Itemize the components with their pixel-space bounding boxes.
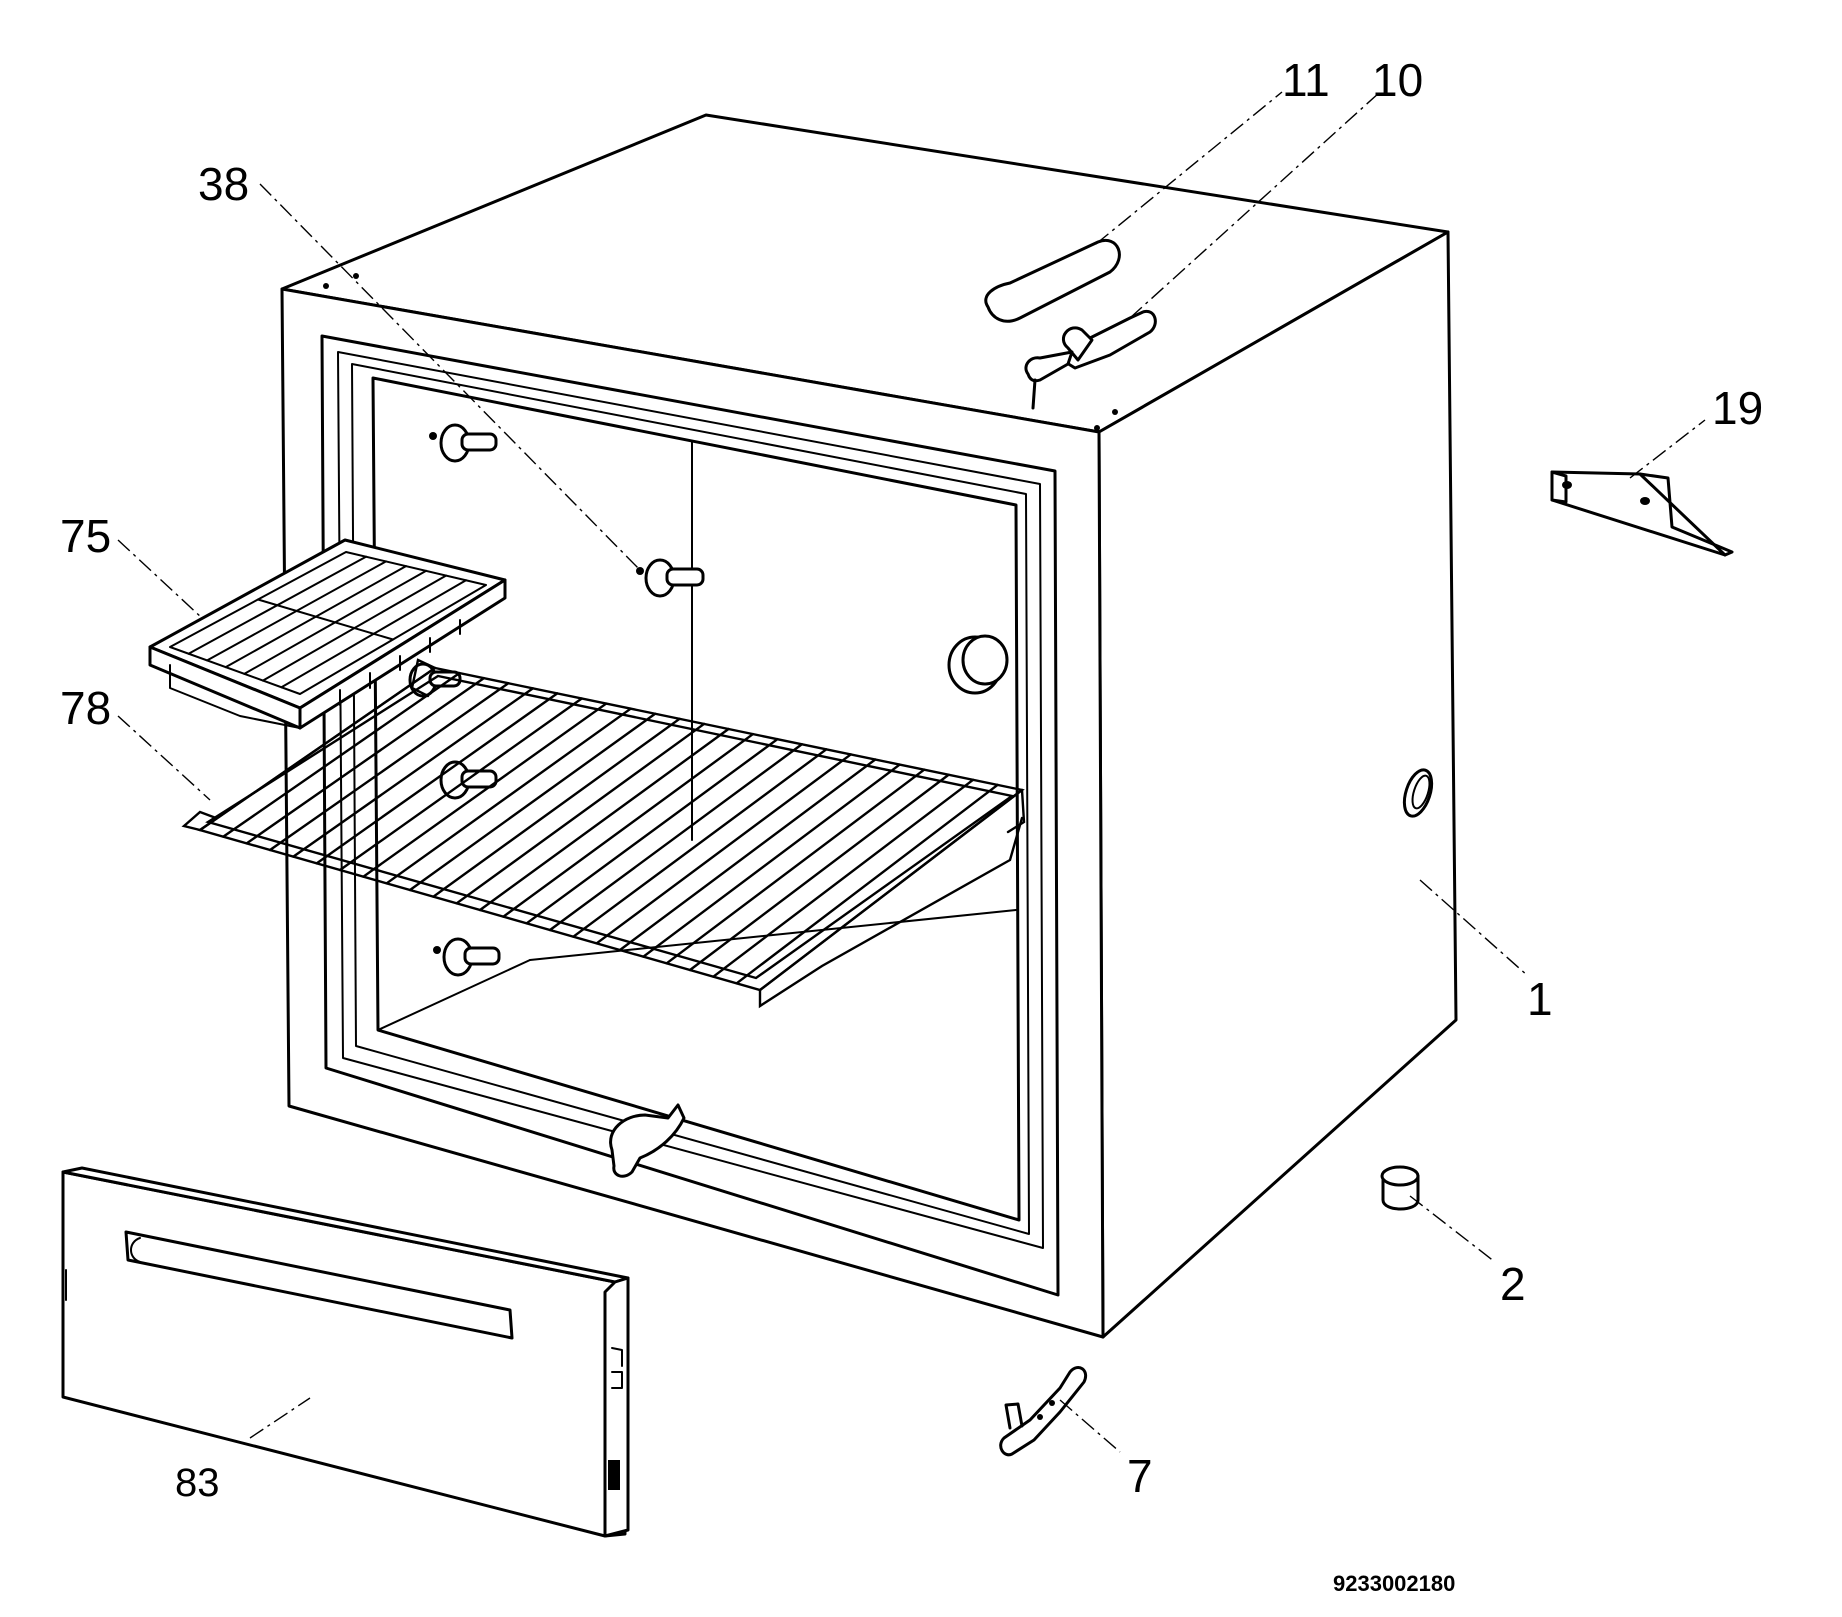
callout-labels: 11 10 38 19 75 78 1 2 7 83 9233002180 <box>60 54 1763 1596</box>
shelf-wire-bar <box>478 727 730 912</box>
wire-shelf <box>181 658 1026 1009</box>
shelf-wire-bar <box>642 763 901 958</box>
shelf-wire-bar <box>338 697 583 872</box>
label-part-10: 10 <box>1372 54 1423 106</box>
shelf-wire-bar <box>665 768 926 965</box>
inner-liner <box>371 376 1021 1222</box>
top-screw-2 <box>353 273 359 279</box>
shelf-wire-bar <box>432 717 681 898</box>
ice-cube-tray <box>148 538 507 730</box>
shelf-wire-bar <box>688 773 950 972</box>
shelf-wire-bar <box>385 707 632 885</box>
inner-floor-edge <box>377 959 531 1031</box>
tray-center-divider <box>257 598 394 641</box>
door-latch <box>609 1103 686 1178</box>
label-part-7: 7 <box>1127 1450 1153 1502</box>
label-part-78: 78 <box>60 682 111 734</box>
leader-19 <box>1629 419 1706 479</box>
label-part-83: 83 <box>175 1461 220 1505</box>
leader-75 <box>117 539 203 619</box>
leader-1 <box>1419 879 1529 977</box>
top-cover-part <box>984 238 1121 323</box>
label-part-2: 2 <box>1500 1258 1526 1310</box>
foot-plug <box>1380 1165 1420 1211</box>
mounting-bracket <box>1550 470 1734 557</box>
shelf-wire-bar <box>315 692 559 865</box>
shelf-wire-bar <box>735 783 999 985</box>
shelf-wire-bar <box>455 722 706 905</box>
label-part-75: 75 <box>60 510 111 562</box>
top-screw-4 <box>1112 409 1118 415</box>
shelf-wire-bar <box>268 682 510 852</box>
shelf-wire-bar <box>408 712 657 892</box>
shelf-wire-bar <box>548 743 804 932</box>
shelf-bars <box>198 666 1024 992</box>
leader-11 <box>1095 91 1283 245</box>
shelf-wire-bar <box>595 753 852 945</box>
shelf-wire-bar <box>502 732 755 918</box>
shelf-wire-bar <box>198 666 437 832</box>
lower-hinge-part <box>999 1366 1087 1457</box>
peg-upper-left <box>429 423 498 463</box>
leader-78 <box>117 715 211 801</box>
shelf-wire-bar <box>618 758 877 952</box>
door-gasket-inner <box>351 363 1030 1235</box>
leader-38 <box>259 183 641 571</box>
side-hole <box>1402 768 1434 818</box>
label-part-38: 38 <box>198 158 249 210</box>
inner-floor-back <box>529 909 1017 961</box>
top-hinge-part <box>1024 309 1157 410</box>
side-hole-inner <box>1411 774 1431 810</box>
front-opening <box>320 334 1060 1297</box>
shelf-wire-bar <box>245 676 486 845</box>
shelf-wire-bar <box>525 737 779 925</box>
top-screw-1 <box>323 283 329 289</box>
door-panel <box>61 1166 630 1538</box>
label-part-1: 1 <box>1527 973 1553 1025</box>
cabinet <box>280 113 1458 1339</box>
shelf-wire-bar <box>572 748 828 938</box>
thermostat-knob <box>947 634 1009 695</box>
shelf-wire-bar <box>712 778 975 978</box>
leader-lines <box>117 91 1706 1453</box>
ice-tray-grid <box>187 555 467 689</box>
shelf-wire-bar <box>292 687 535 858</box>
peg-bottom-left <box>433 937 501 977</box>
leader-10 <box>1129 91 1381 319</box>
shelf-wire-bar <box>362 702 608 878</box>
leader-2 <box>1409 1195 1496 1263</box>
label-part-19: 19 <box>1712 382 1763 434</box>
drawing-number: 9233002180 <box>1333 1571 1455 1596</box>
leader-7 <box>1059 1399 1121 1453</box>
shelf-wire-bar <box>222 671 461 838</box>
peg-upper-center <box>636 558 705 598</box>
shelf-wire-bar <box>758 788 1024 992</box>
label-part-11: 11 <box>1282 54 1330 106</box>
leader-83 <box>249 1397 311 1439</box>
top-screw-3 <box>1094 425 1100 431</box>
